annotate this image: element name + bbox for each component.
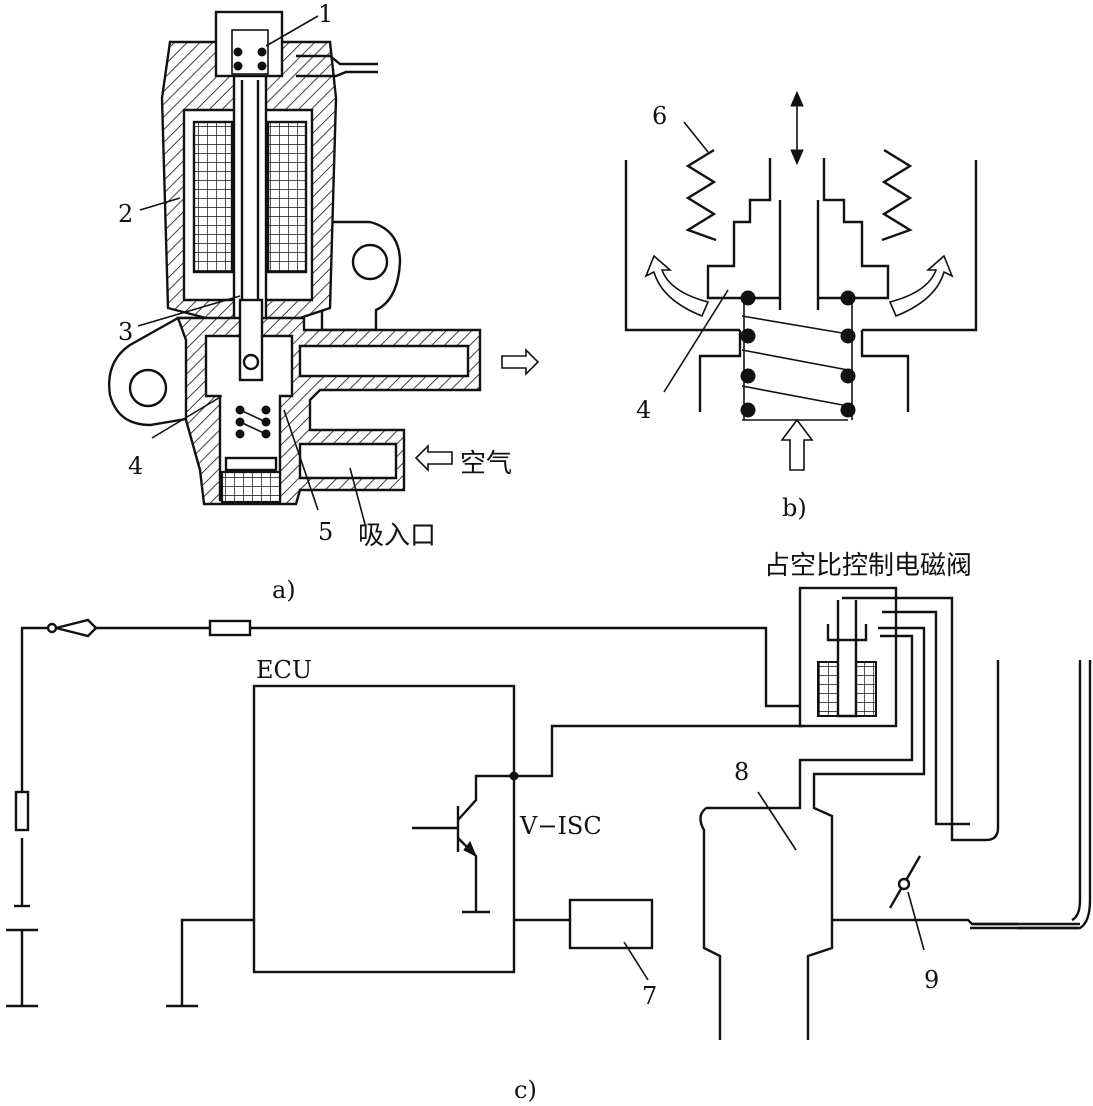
leader-4 [151, 395, 223, 439]
callout-3: 3 [118, 318, 133, 346]
callout-8: 8 [734, 758, 749, 786]
plunger-bore [232, 68, 268, 322]
callout-1: 1 [318, 0, 333, 28]
ecu-label: ECU [256, 656, 312, 684]
fuse-vertical [14, 790, 30, 832]
battery-wire [20, 626, 48, 1006]
driver-label: V−ISC [519, 812, 602, 840]
panel-b-valve-detail: 6 4 b) [624, 90, 978, 522]
air-passage-lower [706, 626, 926, 840]
callout-4b: 4 [636, 396, 651, 424]
push-arrow [780, 418, 814, 471]
ecu-ground [166, 918, 254, 1008]
spring-b-coils [740, 290, 856, 418]
air-passage-upper [842, 596, 1000, 842]
connector-contacts [233, 47, 267, 71]
air-inflow-arrow [414, 444, 453, 472]
leader-9 [907, 891, 925, 951]
leader-2 [139, 197, 181, 211]
valve-stem-b [706, 158, 890, 310]
driver-transistor [412, 724, 804, 914]
intake-pipe [970, 660, 1092, 930]
left-mounting-flange [108, 316, 194, 427]
bellows-right [881, 148, 913, 242]
valve-title: 占空比控制电磁阀 [764, 551, 972, 581]
sensor-box-7 [568, 898, 654, 950]
flow-arrow-left [644, 254, 710, 318]
spring-seat [224, 456, 278, 472]
panel-a-valve-cross-section: 1 2 3 4 5 空气 吸入口 a) [108, 0, 540, 604]
inlet-label: 吸入口 [358, 521, 436, 551]
leader-8 [757, 791, 797, 851]
panel-b-caption: b) [782, 494, 807, 522]
leader-7 [623, 941, 649, 981]
coil-left [192, 120, 234, 274]
leader-6 [683, 121, 709, 153]
outflow-arrow [501, 348, 540, 376]
right-mounting-hole [351, 243, 389, 281]
air-label: 空气 [460, 449, 512, 479]
ignition-switch-pivot [46, 622, 58, 634]
wire-outlet [296, 54, 378, 78]
coil-right [266, 120, 308, 274]
ecu-box [252, 684, 516, 974]
callout-9: 9 [924, 966, 939, 994]
callout-2: 2 [118, 200, 133, 228]
callout-5: 5 [318, 518, 333, 546]
leader-4b [663, 289, 729, 393]
fuse-horizontal [208, 619, 252, 637]
inlet-passage [298, 442, 398, 480]
outlet-passage [298, 344, 470, 378]
leader-inlet [349, 467, 367, 529]
callout-7: 7 [642, 982, 657, 1010]
lower-port-wall [698, 330, 910, 412]
throttle-body [699, 807, 1080, 1040]
bellows-left [685, 148, 717, 242]
return-spring [235, 405, 271, 439]
spring-b [741, 315, 849, 421]
leader-3 [137, 295, 241, 327]
connector-top [214, 10, 284, 78]
flow-arrow-right [888, 254, 954, 318]
callout-6: 6 [652, 102, 667, 130]
panel-c-caption: c) [514, 1076, 537, 1104]
panel-c-control-circuit: ECU V−ISC 7 占空比控制电磁阀 9 8 c) [6, 551, 1092, 1104]
left-mounting-hole [128, 368, 168, 408]
panel-a-caption: a) [272, 576, 296, 604]
leader-5 [283, 409, 319, 511]
callout-4: 4 [128, 452, 143, 480]
leader-1 [265, 15, 319, 47]
ignition-switch [55, 618, 98, 638]
solenoid-valve-body [798, 586, 898, 728]
adjust-screw [220, 470, 282, 504]
output-node [509, 771, 519, 781]
